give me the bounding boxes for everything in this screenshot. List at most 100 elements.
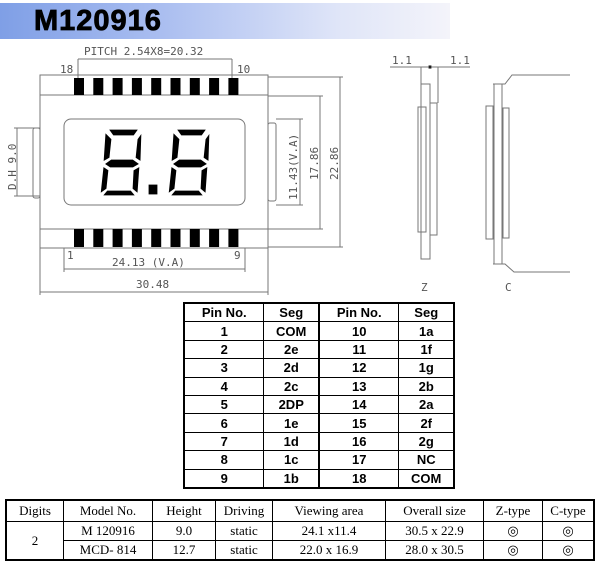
header-pin-no: Pin No. <box>317 302 400 323</box>
header-seg: Seg <box>398 302 455 323</box>
segment-cell: 2d <box>263 358 320 378</box>
segment-cell: 1d <box>263 431 320 452</box>
left-tab <box>32 127 41 199</box>
z-type-mark: ◎ <box>483 540 543 561</box>
viewing-area-cell: 22.0 x 16.9 <box>272 540 386 561</box>
c-type-mark: ◎ <box>542 521 595 541</box>
driving-cell: static <box>215 521 273 541</box>
overall-size-cell: 30.5 x 22.9 <box>385 521 484 541</box>
pin-number-cell: 2 <box>183 339 265 360</box>
pin-number-cell: 13 <box>317 376 400 396</box>
header-c-type: C-type <box>542 499 595 522</box>
side-dim-right: 1.1 <box>450 54 470 67</box>
spec-row: MCD- 814 12.7 static 22.0 x 16.9 28.0 x … <box>6 540 595 561</box>
bottom-pin <box>131 229 142 247</box>
header-digits: Digits <box>5 499 64 522</box>
overall-size-cell: 28.0 x 30.5 <box>385 540 484 561</box>
title-banner: M120916 <box>0 3 450 39</box>
overall-height-label: 22.86 <box>328 147 341 180</box>
pin-1-label: 1 <box>67 249 74 262</box>
digit-2 <box>167 128 211 197</box>
segment-cell: 1c <box>263 450 320 470</box>
pitch-label: PITCH 2.54X8=20.32 <box>84 45 203 58</box>
viewing-area-cell: 24.1 x11.4 <box>272 521 386 541</box>
segment-cell: COM <box>398 468 455 489</box>
side-view-c: C <box>485 74 570 294</box>
inner-height-label: 17.86 <box>308 147 321 180</box>
top-pin <box>131 78 142 95</box>
pin-number-cell: 8 <box>183 450 265 470</box>
top-pin <box>228 78 239 95</box>
bottom-pin <box>112 229 123 247</box>
segment-cell: 1a <box>398 321 455 341</box>
bottom-pin <box>170 229 181 247</box>
side-view-z: 1.1 1.1 Z <box>390 54 470 294</box>
header-model: Model No. <box>63 499 153 522</box>
pin-number-cell: 18 <box>317 468 400 489</box>
pin-number-cell: 3 <box>183 358 265 378</box>
segment-cell: NC <box>398 450 455 470</box>
seven-segment-digits <box>99 128 211 197</box>
overall-width-label: 30.48 <box>136 278 169 291</box>
c-type-mark: ◎ <box>542 540 595 561</box>
bottom-pin <box>209 229 220 247</box>
spec-table: Digits Model No. Height Driving Viewing … <box>5 499 595 561</box>
segment-cell: 2e <box>263 339 320 360</box>
bottom-pin <box>151 229 162 247</box>
va-height-label: 11.43(V.A) <box>287 134 300 200</box>
display-window <box>63 118 246 206</box>
spec-row: 2 M 120916 9.0 static 24.1 x11.4 30.5 x … <box>5 521 595 561</box>
pin-row-group <box>74 78 239 247</box>
top-pin <box>112 78 123 95</box>
board-outline <box>39 74 269 249</box>
pin-18-label: 18 <box>60 63 73 76</box>
digits-cell: 2 <box>5 521 64 561</box>
segment-cell: 1e <box>263 413 320 433</box>
segment-cell: 2DP <box>263 394 320 415</box>
segment-cell: 1b <box>263 468 320 489</box>
header-driving: Driving <box>215 499 273 522</box>
model-title: M120916 <box>34 5 162 38</box>
right-tab <box>267 122 277 202</box>
pin-10-label: 10 <box>237 63 250 76</box>
decimal-point <box>147 183 159 196</box>
segment-cell: 1f <box>398 339 455 360</box>
pin-number-cell: 5 <box>183 394 265 415</box>
bottom-pin <box>189 229 200 247</box>
segment-cell: 2b <box>398 376 455 396</box>
height-cell: 12.7 <box>152 540 216 561</box>
bottom-pin <box>93 229 104 247</box>
bottom-pin <box>228 229 239 247</box>
pin-9-label: 9 <box>234 249 241 262</box>
digit-1 <box>99 128 143 197</box>
pin-number-cell: 7 <box>183 431 265 452</box>
top-pin <box>209 78 220 95</box>
pin-number-cell: 9 <box>183 468 265 489</box>
pin-number-cell: 11 <box>317 339 400 360</box>
pin-number-cell: 1 <box>183 321 265 341</box>
segment-cell: COM <box>263 321 320 341</box>
digit-height-label: D.H 9.0 <box>6 144 19 190</box>
z-label: Z <box>421 281 428 294</box>
segment-cell: 2f <box>398 413 455 433</box>
header-pin-no: Pin No. <box>183 302 265 323</box>
segment-cell: 2a <box>398 394 455 415</box>
top-pin <box>189 78 200 95</box>
side-dim-left: 1.1 <box>392 54 412 67</box>
segment-cell: 1g <box>398 358 455 378</box>
front-view-drawing: PITCH 2.54X8=20.32 18 10 1 9 24.13 (V.A)… <box>6 45 570 295</box>
top-pin <box>93 78 104 95</box>
model-cell: MCD- 814 <box>63 540 153 561</box>
segment-cell: 2c <box>263 376 320 396</box>
header-overall-size: Overall size <box>385 499 484 522</box>
top-pin <box>170 78 181 95</box>
pin-number-cell: 12 <box>317 358 400 378</box>
